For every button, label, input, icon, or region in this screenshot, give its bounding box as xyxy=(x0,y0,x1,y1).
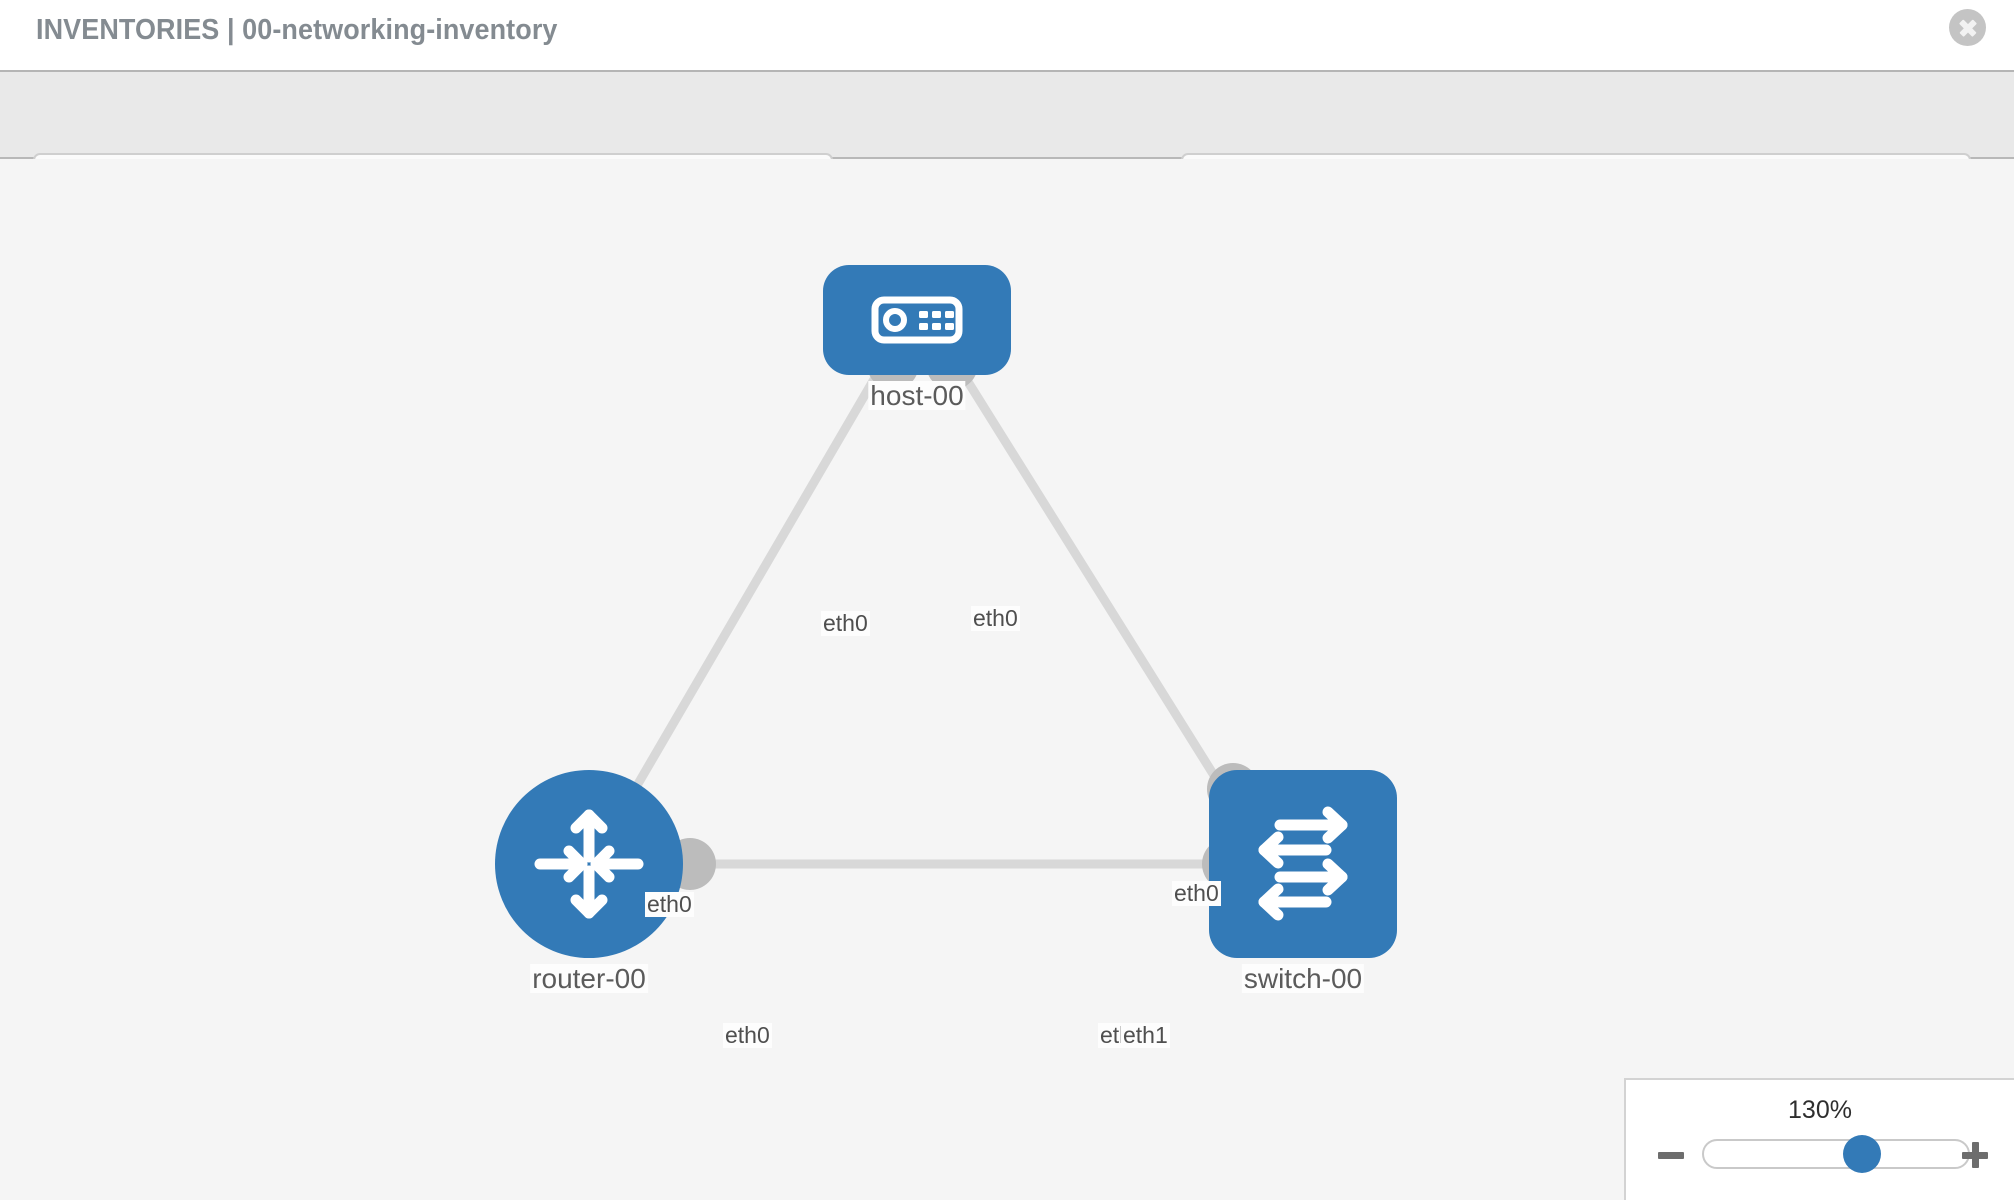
node-host-00-shape[interactable] xyxy=(823,265,1011,375)
node-switch-00[interactable]: switch-00 xyxy=(1209,770,1397,993)
edge-label-router-host: eth0 xyxy=(645,891,694,918)
router-icon xyxy=(534,809,644,919)
page-title: INVENTORIES | 00-networking-inventory xyxy=(36,14,558,46)
edge-connectors xyxy=(664,338,1259,890)
title-bar: INVENTORIES | 00-networking-inventory xyxy=(0,0,2014,70)
node-router-00-label: router-00 xyxy=(530,963,648,994)
switch-icon xyxy=(1258,806,1348,921)
node-router-00[interactable]: router-00 xyxy=(495,770,683,993)
server-icon xyxy=(871,296,963,344)
zoom-slider[interactable] xyxy=(1702,1135,1970,1173)
zoom-slider-thumb[interactable] xyxy=(1843,1135,1882,1173)
node-host-00[interactable]: host-00 xyxy=(823,265,1011,410)
edge-label-host-router-near: eth0 xyxy=(821,610,870,637)
toolbar: ACTIONS SEARCH xyxy=(0,70,2014,211)
topology-canvas[interactable]: host-00 xyxy=(0,159,2014,1200)
node-host-00-label: host-00 xyxy=(868,380,966,411)
close-icon[interactable] xyxy=(1949,9,1986,46)
edge-label-router-switch-right-b: eth1 xyxy=(1121,1022,1170,1049)
node-switch-00-label: switch-00 xyxy=(1241,963,1365,994)
edge-host-switch xyxy=(956,366,1264,852)
edge-label-switch-host: eth0 xyxy=(1172,880,1221,907)
zoom-out-button[interactable] xyxy=(1658,1142,1684,1168)
node-switch-00-shape[interactable] xyxy=(1209,770,1397,958)
node-router-00-shape[interactable] xyxy=(495,770,683,958)
edge-label-host-switch-near: eth0 xyxy=(971,605,1020,632)
zoom-in-button[interactable] xyxy=(1962,1142,1988,1168)
zoom-control-panel: 130% xyxy=(1624,1078,2014,1200)
edge-host-router xyxy=(596,366,884,852)
minus-icon xyxy=(1658,1152,1684,1159)
plus-icon-vertical xyxy=(1972,1142,1979,1168)
zoom-level-value: 130% xyxy=(1788,1096,1852,1124)
edge-label-router-switch-left: eth0 xyxy=(723,1022,772,1049)
